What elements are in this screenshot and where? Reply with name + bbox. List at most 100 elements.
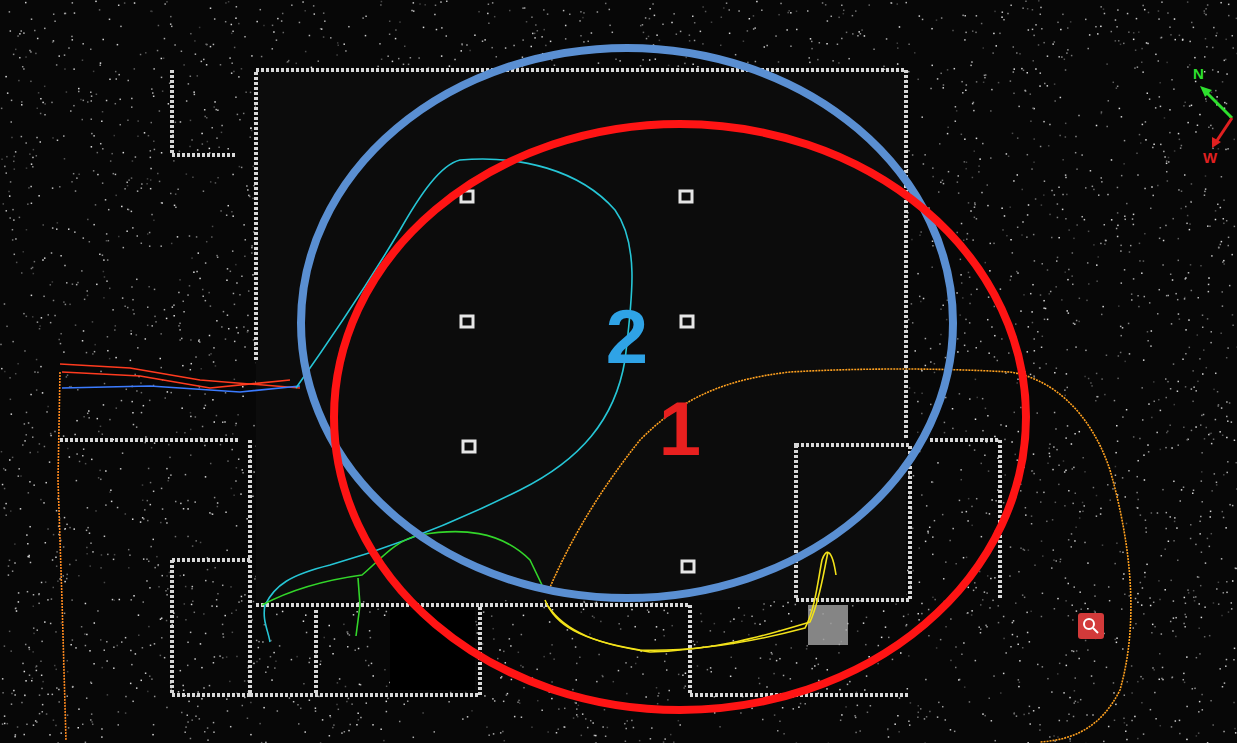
point	[127, 185, 128, 187]
point	[204, 393, 206, 395]
point	[229, 681, 231, 683]
point	[42, 681, 44, 683]
point	[888, 736, 890, 738]
point	[735, 668, 737, 670]
point	[386, 701, 388, 703]
point	[77, 727, 79, 729]
point	[1172, 279, 1174, 281]
point	[164, 657, 166, 659]
point	[1101, 113, 1103, 115]
point	[807, 10, 809, 12]
point	[1199, 533, 1201, 535]
point	[1191, 430, 1193, 432]
point	[1116, 87, 1118, 89]
point	[947, 133, 949, 135]
point	[881, 637, 883, 639]
point	[973, 590, 975, 592]
point	[2, 692, 4, 694]
point	[1141, 48, 1143, 50]
point	[1231, 254, 1233, 256]
point	[204, 445, 206, 447]
point	[1120, 335, 1122, 337]
point	[175, 207, 177, 209]
point	[906, 624, 908, 626]
point	[964, 161, 966, 163]
point	[89, 650, 91, 652]
point	[1046, 521, 1048, 523]
point	[530, 46, 532, 48]
point	[1084, 603, 1086, 605]
point	[213, 731, 215, 733]
point	[643, 32, 645, 34]
point	[186, 100, 188, 102]
point	[265, 672, 267, 674]
point	[72, 686, 74, 688]
point	[966, 248, 968, 250]
point	[1045, 363, 1047, 365]
point	[5, 172, 7, 174]
point	[1217, 204, 1219, 206]
point	[646, 38, 648, 40]
point	[124, 188, 126, 190]
point	[1019, 53, 1021, 55]
point	[38, 593, 40, 595]
point	[945, 561, 947, 563]
point	[128, 567, 130, 569]
point	[642, 673, 644, 675]
point	[137, 120, 139, 122]
point	[1066, 194, 1068, 196]
point	[72, 639, 74, 641]
point	[303, 620, 305, 622]
point	[945, 626, 947, 628]
point	[755, 61, 757, 63]
point	[1214, 473, 1216, 475]
point	[1168, 157, 1170, 159]
point	[1224, 102, 1226, 104]
point	[91, 95, 93, 97]
point	[42, 224, 44, 226]
point	[0, 344, 2, 346]
point	[811, 668, 813, 670]
point	[947, 300, 949, 302]
point	[1079, 298, 1081, 300]
point	[136, 390, 138, 392]
point	[329, 735, 331, 737]
point	[1192, 401, 1194, 403]
point	[1211, 433, 1213, 435]
point	[111, 501, 113, 503]
point	[587, 727, 589, 729]
point	[1023, 70, 1024, 72]
point	[9, 195, 11, 197]
point	[148, 286, 150, 288]
point	[1159, 289, 1161, 291]
point	[181, 51, 183, 53]
point	[971, 506, 973, 508]
point	[446, 35, 448, 37]
point	[1179, 733, 1181, 735]
point	[1057, 598, 1059, 600]
point	[163, 57, 165, 59]
point	[579, 20, 581, 22]
point	[550, 41, 552, 43]
point	[1133, 436, 1135, 438]
point	[778, 14, 780, 16]
point	[964, 686, 966, 688]
point	[951, 303, 953, 305]
point	[166, 468, 168, 470]
point	[816, 658, 818, 660]
point	[66, 376, 68, 378]
point	[908, 71, 910, 73]
point	[107, 259, 109, 261]
point	[68, 228, 70, 230]
point	[1030, 120, 1032, 122]
point	[161, 617, 163, 619]
point	[771, 653, 773, 655]
point	[928, 207, 930, 209]
point	[692, 64, 694, 66]
point	[1032, 470, 1034, 472]
point	[864, 689, 866, 691]
point	[1127, 681, 1129, 683]
point	[36, 137, 38, 139]
point	[584, 602, 586, 604]
point	[16, 610, 18, 612]
